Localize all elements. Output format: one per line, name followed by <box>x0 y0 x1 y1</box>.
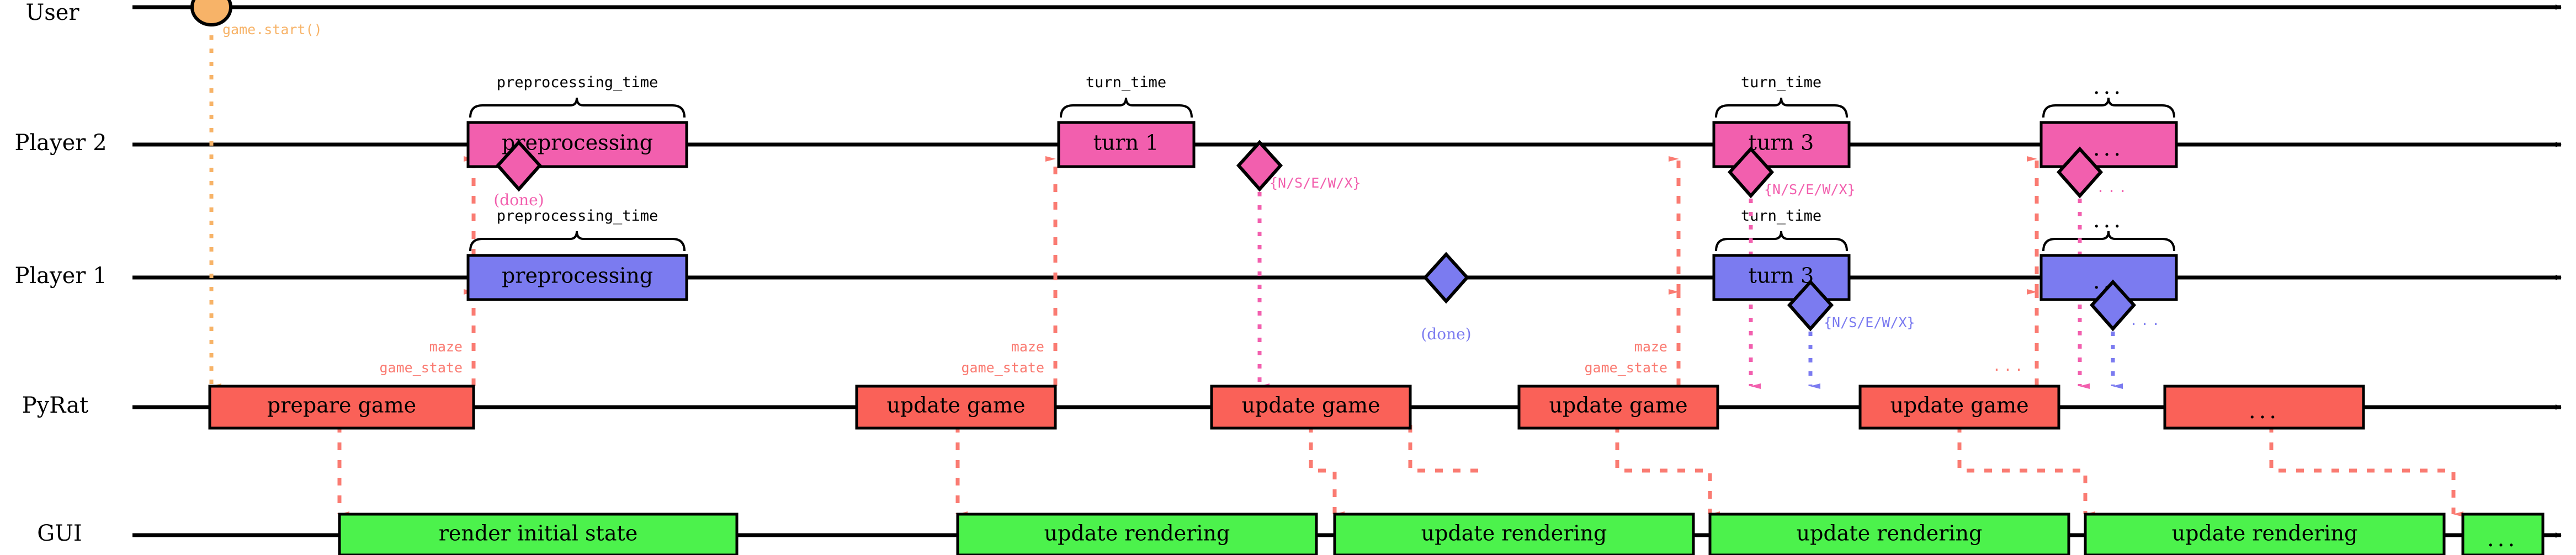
box-pyrat-dots[interactable]: ... <box>2163 385 2365 430</box>
box-label-gui-dots: ... <box>2487 526 2518 552</box>
msg-label-state-2: game_state <box>961 360 1044 376</box>
box-gui-update-1[interactable]: update rendering <box>956 513 1318 555</box>
box-pyrat-update-1[interactable]: update game <box>855 385 1057 430</box>
msg-label-state-3: game_state <box>1584 360 1667 376</box>
msg-label-maze-1: maze <box>429 339 463 355</box>
event-diamond-p1-done[interactable] <box>1422 252 1470 304</box>
lane-label-gui: GUI <box>37 521 82 546</box>
msg-elbow-update2 <box>1408 425 1479 473</box>
msg-label-maze-2: maze <box>1011 339 1044 355</box>
msg-label-state-1: game_state <box>379 360 463 376</box>
lane-label-pyrat: PyRat <box>22 393 88 418</box>
brace-p1-turn3: turn_time <box>1715 207 1848 252</box>
brace-label-p2-preprocessing: preprocessing_time <box>497 74 658 91</box>
box-label-p2-turn1: turn 1 <box>1093 131 1159 155</box>
box-pyrat-update-2[interactable]: update game <box>1210 385 1412 430</box>
box-label-pyrat-update-4: update game <box>1890 393 2028 418</box>
box-label-gui-update-1: update rendering <box>1044 521 1230 546</box>
msg-label-maze-3: maze <box>1634 339 1667 355</box>
msg-label-p1-move-1: {N/S/E/W/X} <box>1824 314 1915 330</box>
box-pyrat-prepare[interactable]: prepare game <box>208 385 475 430</box>
box-p1-preprocessing[interactable]: preprocessing <box>466 254 688 301</box>
event-diamond-p2-move-3[interactable] <box>2056 146 2104 199</box>
box-label-pyrat-prepare: prepare game <box>267 393 416 418</box>
brace-label-p2-dots: ... <box>2093 74 2124 99</box>
brace-p1-preprocessing: preprocessing_time <box>469 207 686 252</box>
msg-line-update2-to-gui <box>1309 425 1345 517</box>
box-gui-dots[interactable]: ... <box>2461 513 2545 555</box>
lane-label-user: User <box>25 0 79 25</box>
box-p2-turn3[interactable]: turn 3 <box>1712 121 1851 168</box>
msg-label-p2-move-3: ... <box>2096 179 2129 195</box>
msg-label-maze-dots: ... <box>1993 358 2026 374</box>
event-diamond-p2-move-1[interactable] <box>1236 140 1283 192</box>
box-label-pyrat-update-2: update game <box>1241 393 1380 418</box>
event-diamond-p1-move-2[interactable] <box>2089 279 2137 332</box>
box-label-p1-preprocessing: preprocessing <box>502 264 653 288</box>
box-label-gui-render: render initial state <box>439 521 638 546</box>
box-label-pyrat-update-3: update game <box>1549 393 1687 418</box>
event-circle-user-start[interactable] <box>190 0 232 26</box>
lane-label-player1: Player 1 <box>14 263 107 289</box>
box-p2-turn1[interactable]: turn 1 <box>1057 121 1196 168</box>
box-gui-update-3[interactable]: update rendering <box>1708 513 2070 555</box>
box-label-p1-turn3: turn 3 <box>1749 264 1814 288</box>
brace-p2-preprocessing: preprocessing_time <box>469 74 686 118</box>
box-gui-update-4[interactable]: update rendering <box>2084 513 2446 555</box>
msg-line-update4-to-gui <box>1957 425 2095 517</box>
event-diamond-p2-done[interactable] <box>495 140 543 192</box>
msg-label-p2-move-2: {N/S/E/W/X} <box>1764 182 1856 198</box>
box-gui-update-2[interactable]: update rendering <box>1333 513 1695 555</box>
box-label-gui-update-4: update rendering <box>2172 521 2358 546</box>
box-p1-turn3[interactable]: turn 3 <box>1712 254 1851 301</box>
box-label-p2-turn3: turn 3 <box>1749 131 1814 155</box>
msg-line-update3-to-gui <box>1615 425 1720 517</box>
msg-label-game-start: game.start() <box>222 22 322 38</box>
box-p2-dots[interactable]: ... <box>2039 121 2178 168</box>
brace-label-p1-turn3: turn_time <box>1741 207 1821 225</box>
brace-label-p1-preprocessing: preprocessing_time <box>497 207 658 225</box>
msg-label-p2-move-1: {N/S/E/W/X} <box>1270 175 1361 191</box>
msg-label-p1-move-2: ... <box>2129 312 2163 328</box>
note-p2-done: (done) <box>493 191 544 209</box>
box-gui-render[interactable]: render initial state <box>338 513 739 555</box>
box-label-pyrat-update-1: update game <box>886 393 1025 418</box>
brace-p2-dots: ... <box>2042 74 2175 118</box>
brace-p1-dots: ... <box>2042 207 2175 252</box>
event-diamond-p2-move-2[interactable] <box>1727 146 1775 199</box>
brace-label-p2-turn3: turn_time <box>1741 74 1821 91</box>
box-label-gui-update-2: update rendering <box>1421 521 1607 546</box>
lane-label-player2: Player 2 <box>14 130 107 156</box>
brace-p2-turn1: turn_time <box>1060 74 1193 118</box>
box-pyrat-update-3[interactable]: update game <box>1517 385 1719 430</box>
brace-label-p2-turn1: turn_time <box>1086 74 1166 91</box>
brace-label-p1-dots: ... <box>2093 207 2124 233</box>
msg-line-updatedots-to-gui <box>2269 425 2463 517</box>
box-pyrat-update-4[interactable]: update game <box>1858 385 2060 430</box>
note-p1-done: (done) <box>1421 325 1471 343</box>
box-label-pyrat-dots: ... <box>2249 398 2280 424</box>
brace-p2-turn3: turn_time <box>1715 74 1848 118</box>
box-label-p2-dots: ... <box>2093 136 2124 161</box>
event-diamond-p1-move-1[interactable] <box>1787 279 1834 332</box>
box-label-gui-update-3: update rendering <box>1797 521 1983 546</box>
